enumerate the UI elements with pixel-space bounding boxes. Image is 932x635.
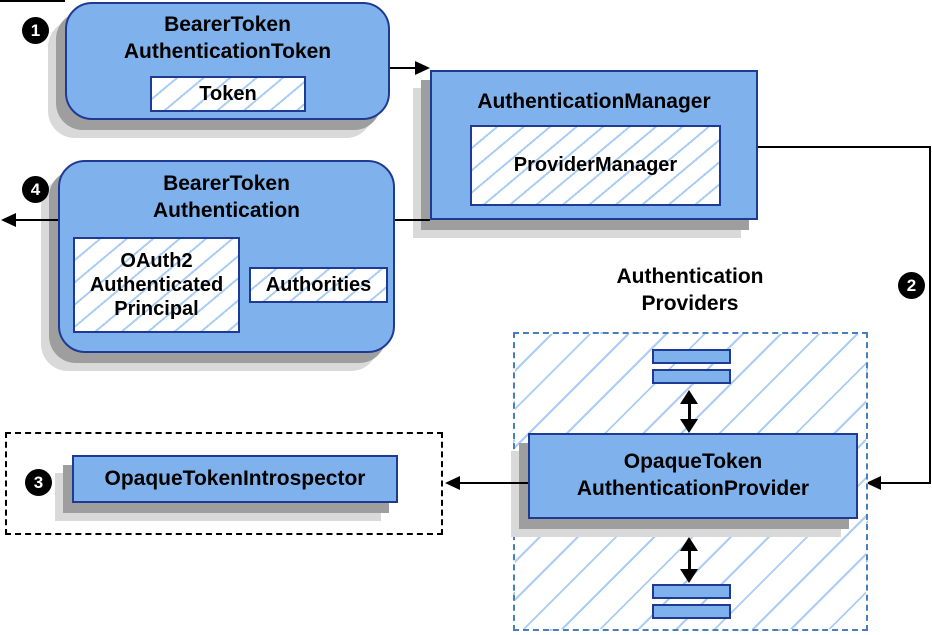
node-title: BearerToken AuthenticationToken — [123, 13, 332, 63]
oauth2-authenticated-principal-box: OAuth2 Authenticated Principal — [73, 237, 240, 333]
badge-step-4: 4 — [22, 176, 49, 203]
arrowhead-up-icon — [680, 537, 698, 551]
connector-outgoing-line — [13, 219, 58, 221]
provider-stack-bar — [652, 604, 731, 619]
token-box: Token — [150, 76, 306, 112]
arrowhead-down-icon — [680, 569, 698, 583]
arrow-stem — [687, 404, 691, 419]
node-title: AuthenticationManager — [477, 90, 711, 113]
arrowhead-left-icon — [866, 476, 881, 490]
provider-stack-bar — [652, 584, 731, 599]
authentication-providers-label: Authentication Providers — [616, 265, 764, 315]
connector-manager-to-provider-h2 — [881, 482, 931, 484]
double-arrow-icon — [677, 537, 701, 583]
provider-manager-box: ProviderManager — [470, 125, 721, 206]
connector-manager-to-result-line — [395, 219, 430, 221]
connector-token-to-manager-line — [390, 67, 417, 69]
arrowhead-left-icon — [1, 213, 16, 227]
connector-provider-to-introspector-line — [460, 482, 528, 484]
double-arrow-icon — [677, 390, 701, 433]
node-bearer-token-authentication-token: BearerToken AuthenticationToken Token — [65, 2, 390, 120]
connector-manager-to-provider-h1 — [758, 146, 931, 148]
provider-stack-bar — [652, 369, 731, 384]
arrow-stem — [687, 551, 691, 569]
node-bearer-token-authentication: BearerToken Authentication OAuth2 Authen… — [58, 160, 395, 353]
arrowhead-down-icon — [680, 419, 698, 433]
node-title: OpaqueToken AuthenticationProvider — [576, 450, 810, 500]
arrowhead-right-icon — [415, 61, 430, 75]
arrowhead-up-icon — [680, 390, 698, 404]
node-opaque-token-authentication-provider: OpaqueToken AuthenticationProvider — [528, 433, 858, 519]
arrowhead-left-icon — [445, 476, 460, 490]
badge-step-1: 1 — [22, 17, 49, 44]
node-title: BearerToken Authentication — [153, 172, 300, 222]
connector-incoming-line — [0, 0, 65, 2]
node-authentication-manager: AuthenticationManager ProviderManager — [430, 70, 758, 220]
authorities-box: Authorities — [249, 267, 388, 303]
node-opaque-token-introspector: OpaqueTokenIntrospector — [72, 455, 398, 503]
connector-manager-to-provider-v — [929, 146, 931, 483]
badge-step-3: 3 — [25, 469, 52, 496]
introspector-container: 3 OpaqueTokenIntrospector — [5, 432, 443, 535]
provider-stack-bar — [652, 349, 731, 364]
badge-step-2: 2 — [898, 272, 925, 299]
